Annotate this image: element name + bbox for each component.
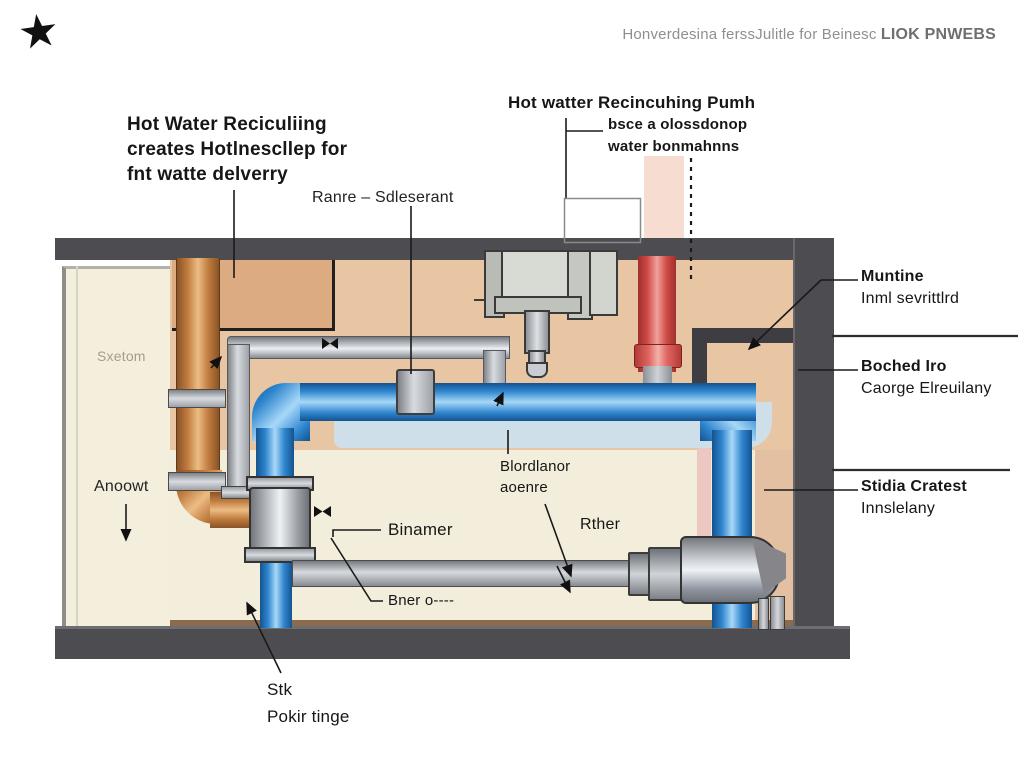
drain-fitting-b: [770, 596, 785, 630]
copper-pipe-vertical: [176, 258, 220, 490]
ranre-label: Ranre – Sdleserant: [312, 189, 454, 206]
muntine-label: Muntine Inml sevrittlrd: [861, 266, 959, 310]
pipe-coupling: [396, 369, 435, 415]
muntine-line2: Inml sevrittlrd: [861, 290, 960, 307]
stk-line1: Stk: [267, 680, 293, 699]
gray-line-horizontal: [227, 336, 510, 359]
blordlanor-line2: aoenre: [500, 479, 548, 496]
right-wall: [793, 238, 834, 655]
muntine-line1: Muntine: [861, 268, 924, 285]
bner-label: Bner o----: [388, 592, 455, 609]
pump-heading-line1: Hot watter Recincuhing Pumh: [508, 93, 756, 112]
left-heading-line1: Hot Water Reciculiing: [127, 114, 327, 135]
blordlanor-line1: Blordlanor: [500, 458, 571, 475]
pump-heading-line2: bsce a olossdonop: [608, 116, 748, 133]
star-logo-icon: ★: [14, 2, 63, 60]
blue-pipe-below-fitting: [260, 556, 292, 628]
boched-label: Boched Iro Caorge Elreuilany: [861, 356, 992, 400]
header-text: Honverdesina ferssJulitle for Beinesc LI…: [622, 26, 996, 44]
pipe-union-small: [628, 552, 650, 596]
stk-label: Stk Pokir tinge: [267, 676, 350, 730]
pump-spindle-cap: [526, 362, 548, 378]
boched-line1: Boched Iro: [861, 358, 947, 375]
pink-wall-strip: [697, 444, 711, 560]
rther-label: Rther: [580, 516, 621, 533]
stidia-label: Stidia Cratest Innslelany: [861, 476, 967, 520]
copper-collar-upper: [168, 389, 226, 408]
blue-pipe-horizontal: [300, 383, 756, 421]
vent-pink-band: [644, 156, 684, 242]
sxetom-label: Sxetom: [97, 348, 146, 364]
blordlanor-label: Blordlanor aoenre: [500, 456, 570, 498]
water-heater-panel-line: [76, 266, 78, 628]
binamer-label: Binamer: [388, 520, 453, 539]
left-heading-line2: creates Hotlnescllep for: [127, 139, 348, 160]
pump-spindle: [524, 310, 550, 354]
floor-slab: [55, 626, 850, 659]
header-brand: LIOK PNWEBS: [880, 26, 996, 43]
fitting-body: [249, 487, 311, 551]
stk-line2: Pokir tinge: [267, 707, 350, 726]
pipe-union-large: [648, 547, 686, 601]
fitting-bottom-flange: [244, 547, 316, 563]
copper-collar-lower: [168, 472, 226, 491]
lower-gray-pipe: [292, 560, 686, 587]
blue-pipe-vertical-left: [256, 428, 294, 484]
ceiling-slab: [55, 238, 800, 260]
boched-line2: Caorge Elreuilany: [861, 380, 992, 397]
drain-fitting-a: [758, 598, 769, 630]
left-heading-line3: fnt watte delverry: [127, 164, 288, 185]
anoowt-label: Anoowt: [94, 478, 149, 495]
left-heading: Hot Water Reciculiing creates Hotlnescll…: [127, 112, 347, 187]
pump-slab-right-b: [589, 250, 618, 316]
stidia-line1: Stidia Cratest: [861, 478, 967, 495]
floor-trim-line: [170, 620, 793, 626]
pump-heading-line3: water bonmahnns: [608, 138, 740, 155]
water-heater-panel: [62, 266, 176, 631]
header-prefix: Honverdesina ferssJulitle for Beinesc: [622, 26, 881, 43]
stidia-line2: Innslelany: [861, 500, 936, 517]
inner-wall-horizontal: [692, 328, 793, 343]
inner-wall-vertical: [692, 328, 707, 388]
red-pipe-collar: [634, 344, 682, 368]
gray-line-vertical-left: [227, 344, 250, 488]
